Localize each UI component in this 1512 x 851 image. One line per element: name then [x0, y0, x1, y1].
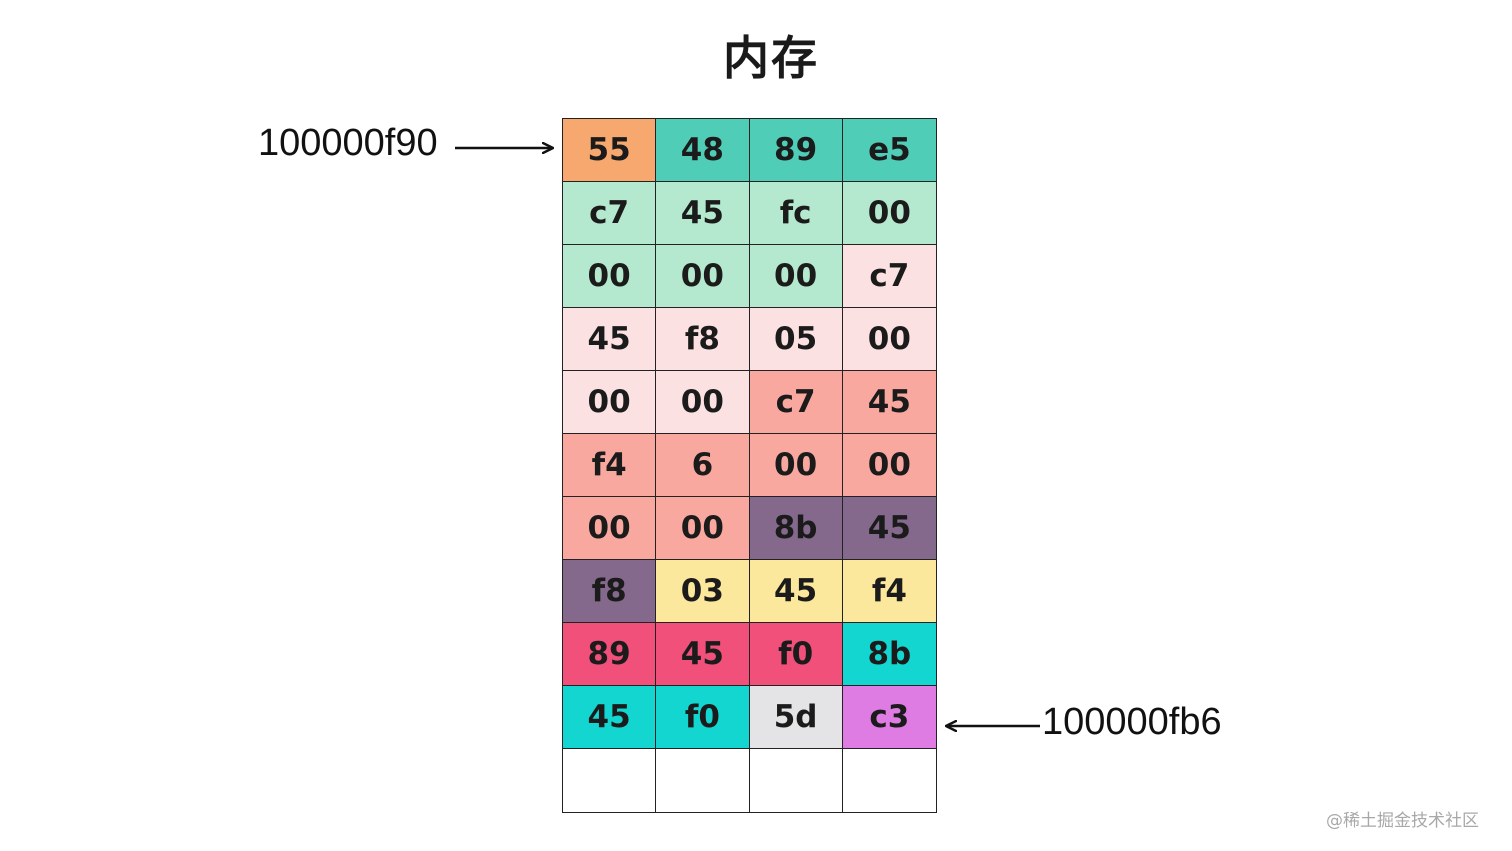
memory-byte-cell: 45 [563, 686, 657, 749]
memory-byte-cell: 00 [656, 371, 750, 434]
memory-byte-cell: f4 [563, 434, 657, 497]
memory-byte-cell: 03 [656, 560, 750, 623]
memory-byte-cell: f8 [656, 308, 750, 371]
memory-byte-cell: 45 [749, 560, 843, 623]
memory-byte-cell: 48 [656, 119, 750, 182]
memory-byte-cell: 6 [656, 434, 750, 497]
memory-byte-cell: 00 [563, 497, 657, 560]
memory-byte-cell: fc [749, 182, 843, 245]
memory-byte-cell: 45 [842, 371, 936, 434]
memory-byte-cell: 00 [656, 497, 750, 560]
memory-byte-cell: c3 [842, 686, 936, 749]
memory-byte-cell: 45 [656, 623, 750, 686]
memory-byte-cell: 00 [842, 434, 936, 497]
memory-byte-cell: 00 [749, 245, 843, 308]
memory-byte-cell [656, 749, 750, 812]
memory-byte-cell [749, 749, 843, 812]
memory-byte-cell: c7 [563, 182, 657, 245]
memory-byte-cell: 00 [563, 245, 657, 308]
end-address-label: 100000fb6 [1042, 701, 1222, 743]
memory-byte-cell: 05 [749, 308, 843, 371]
memory-byte-cell: 5d [749, 686, 843, 749]
memory-byte-cell: e5 [842, 119, 936, 182]
memory-byte-cell [842, 749, 936, 812]
memory-byte-cell: 45 [563, 308, 657, 371]
memory-byte-cell: 45 [842, 497, 936, 560]
memory-byte-cell [563, 749, 657, 812]
memory-byte-cell: 00 [563, 371, 657, 434]
memory-byte-cell: 89 [749, 119, 843, 182]
memory-byte-cell: 55 [563, 119, 657, 182]
watermark: @稀土掘金技术社区 [1326, 811, 1479, 831]
memory-byte-cell: f0 [656, 686, 750, 749]
memory-byte-cell: f4 [842, 560, 936, 623]
memory-byte-cell: 8b [749, 497, 843, 560]
memory-byte-cell: 00 [749, 434, 843, 497]
memory-byte-cell: c7 [842, 245, 936, 308]
memory-byte-cell: 45 [656, 182, 750, 245]
memory-byte-cell: f0 [749, 623, 843, 686]
memory-byte-cell: 00 [842, 308, 936, 371]
memory-byte-cell: f8 [563, 560, 657, 623]
memory-byte-cell: c7 [749, 371, 843, 434]
diagram-title: 内存 [723, 31, 819, 85]
start-address-label: 100000f90 [258, 122, 438, 164]
memory-byte-cell: 8b [842, 623, 936, 686]
memory-byte-cell: 00 [656, 245, 750, 308]
memory-byte-cell: 89 [563, 623, 657, 686]
memory-byte-cell: 00 [842, 182, 936, 245]
